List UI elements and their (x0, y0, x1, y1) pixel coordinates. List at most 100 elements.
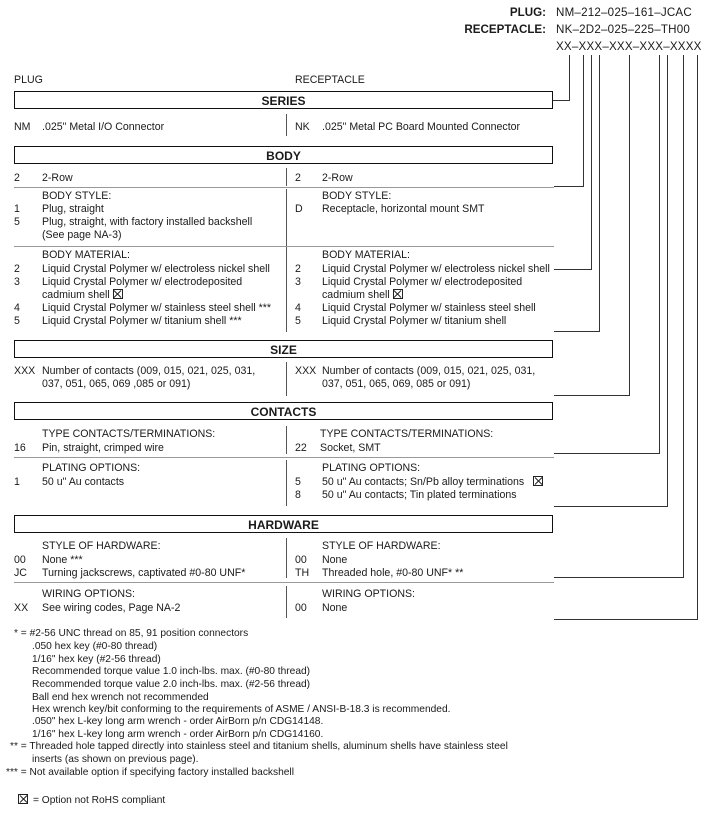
body-material-plug-text: Liquid Crystal Polymer w/ electroless ni… (42, 263, 270, 275)
body-material-rec-code: 2 (295, 263, 301, 275)
leader-line-wiring-h (554, 619, 698, 620)
body-material-plug-text: Liquid Crystal Polymer w/ stainless stee… (42, 302, 272, 314)
footnote-triple-star: *** = Not available option if specifying… (6, 767, 294, 778)
plug-column-label: PLUG (14, 74, 43, 86)
footnote-line: 1/16" hex key (#2-56 thread) (32, 654, 161, 665)
hardware-plug-code-2: JC (14, 567, 27, 579)
leader-line-material-h (554, 331, 600, 332)
size-plug-text-1: Number of contacts (009, 015, 021, 025, … (42, 365, 256, 377)
leader-line-wiring-v (697, 55, 698, 619)
leader-line-size-v (629, 55, 630, 395)
body-style-plug-note: (See page NA-3) (42, 229, 122, 241)
leader-line-style-h (554, 269, 592, 270)
body-style-rec-text: Receptacle, horizontal mount SMT (322, 203, 485, 215)
body-style-plug-code-1: 1 (14, 203, 20, 215)
contacts-type-rec-text: Socket, SMT (320, 442, 381, 454)
series-plug-text: .025" Metal I/O Connector (42, 121, 165, 133)
body-material-plug-code: 2 (14, 263, 20, 275)
wiring-rec-label: WIRING OPTIONS: (322, 588, 415, 600)
leader-line-material-v (599, 55, 600, 331)
receptacle-code-label: RECEPTACLE: (464, 23, 546, 36)
contacts-type-plug-code: 16 (14, 442, 26, 454)
body-material-rec-code: 3 (295, 276, 301, 288)
body-material-plug-label: BODY MATERIAL: (42, 249, 130, 261)
body-header: BODY (14, 146, 553, 164)
contacts-type-plug-label: TYPE CONTACTS/TERMINATIONS: (42, 428, 216, 440)
hardware-style-rec-label: STYLE OF HARDWARE: (322, 540, 441, 552)
plating-rec-label: PLATING OPTIONS: (322, 462, 421, 474)
leader-line-hardware-h (554, 577, 684, 578)
plating-rec-text-2: 50 u" Au contacts; Tin plated terminatio… (322, 489, 517, 501)
footnote-line: Recommended torque value 1.0 inch-lbs. m… (32, 666, 311, 677)
body-row-plug-code: 2 (14, 172, 20, 184)
size-divider (286, 362, 287, 396)
contacts-type-rec-label: TYPE CONTACTS/TERMINATIONS: (320, 428, 494, 440)
wiring-rec-code: 00 (295, 602, 307, 614)
plating-plug-text: 50 u" Au contacts (42, 476, 125, 488)
not-rohs-icon (392, 289, 403, 299)
not-rohs-icon (18, 794, 28, 804)
leader-line-style-v (591, 55, 592, 269)
contacts-type-divider (286, 426, 287, 454)
size-rec-text-1: Number of contacts (009, 015, 021, 025, … (322, 365, 536, 377)
separator (14, 246, 554, 247)
body-material-rec-code: 4 (295, 302, 301, 314)
leader-line-plating-h (554, 506, 668, 507)
separator (14, 457, 554, 458)
series-divider (286, 114, 287, 136)
series-plug-code: NM (14, 121, 31, 133)
footnote-line: Hex wrench key/bit conforming to the req… (32, 704, 451, 715)
hardware-plug-text-2: Turning jackscrews, captivated #0-80 UNF… (42, 567, 246, 579)
generic-code: XX–XXX–XXX–XXX–XXXX (556, 40, 702, 53)
body-material-rec-text: Liquid Crystal Polymer w/ electrodeposit… (322, 276, 523, 288)
plating-rec-code-2: 8 (295, 489, 301, 501)
body-style-plug-text-2: Plug, straight, with factory installed b… (42, 216, 253, 228)
footnote-line: .050" hex L-key long arm wrench - order … (32, 716, 324, 727)
wiring-plug-label: WIRING OPTIONS: (42, 588, 135, 600)
leader-line-type-h (554, 453, 660, 454)
wiring-divider (286, 586, 287, 618)
footnote-double-star: ** = Threaded hole tapped directly into … (10, 741, 508, 752)
contacts-type-rec-code: 22 (295, 442, 307, 454)
size-plug-code: XXX (14, 365, 36, 377)
contacts-type-plug-text: Pin, straight, crimped wire (42, 442, 164, 454)
plug-code: NM–212–025–161–JCAC (556, 6, 692, 19)
body-style-rec-code: D (295, 203, 303, 215)
receptacle-code: NK–2D2–025–225–TH00 (556, 23, 691, 36)
series-rec-code: NK (295, 121, 310, 133)
body-material-rec-code: 5 (295, 315, 301, 327)
footnote-line: Ball end hex wrench not recommended (32, 692, 209, 703)
contacts-header: CONTACTS (14, 402, 553, 420)
body-material-rec-label: BODY MATERIAL: (322, 249, 410, 261)
body-material-plug-text: Liquid Crystal Polymer w/ titanium shell… (42, 315, 242, 327)
wiring-rec-text: None (322, 602, 348, 614)
body-material-rec-text: cadmium shell (322, 289, 403, 301)
footnote-rohs: = Option not RoHS compliant (18, 794, 165, 806)
footnote-line: inserts (as shown on previous page). (32, 754, 199, 765)
separator (14, 582, 554, 583)
body-style-rec-label: BODY STYLE: (322, 190, 392, 202)
hardware-rec-code-2: TH (295, 567, 310, 579)
plating-rec-text-1: 50 u" Au contacts; Sn/Pb alloy terminati… (322, 476, 544, 488)
body-style-divider (286, 189, 287, 269)
series-rec-text: .025" Metal PC Board Mounted Connector (322, 121, 521, 133)
hardware-rec-text-1: None (322, 554, 348, 566)
body-row-divider (286, 168, 287, 186)
hardware-rec-code-1: 00 (295, 554, 307, 566)
body-material-plug-text: cadmium shell (42, 289, 123, 301)
size-rec-code: XXX (295, 365, 317, 377)
hardware-rec-text-2: Threaded hole, #0-80 UNF* ** (322, 567, 464, 579)
series-header: SERIES (14, 91, 553, 109)
footnote-line: 1/16" hex L-key long arm wrench - order … (32, 729, 324, 740)
body-material-plug-text: Liquid Crystal Polymer w/ electrodeposit… (42, 276, 243, 288)
not-rohs-icon (112, 289, 123, 299)
body-style-plug-code-2: 5 (14, 216, 20, 228)
size-plug-text-2: 037, 051, 065, 069 ,085 or 091) (42, 378, 191, 390)
leader-line-series-v (569, 55, 570, 100)
leader-line-plating-v (667, 55, 668, 506)
hardware-header: HARDWARE (14, 515, 553, 533)
body-row-rec-text: 2-Row (322, 172, 353, 184)
body-style-plug-label: BODY STYLE: (42, 190, 112, 202)
body-material-rec-text: Liquid Crystal Polymer w/ titanium shell (322, 315, 507, 327)
leader-line-size-h (554, 395, 630, 396)
